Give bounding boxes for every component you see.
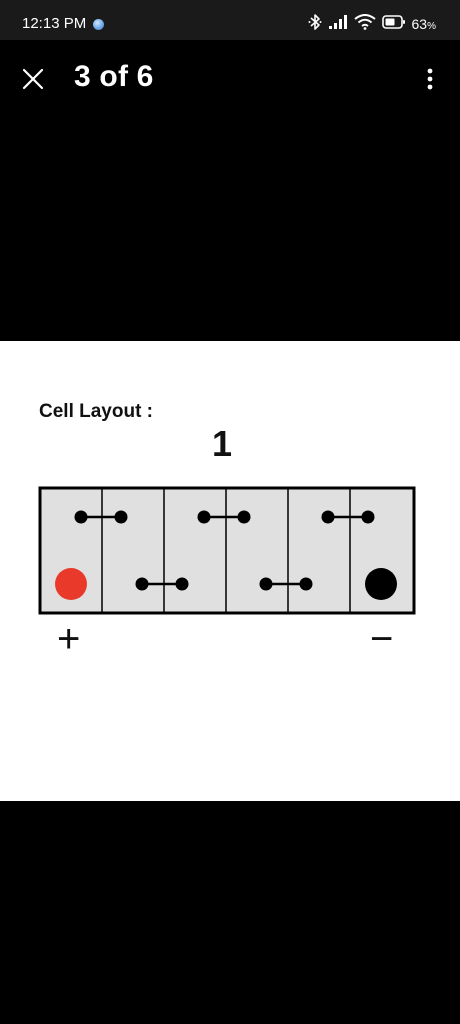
cell-connector — [321, 510, 375, 524]
positive-terminal — [55, 568, 87, 600]
sync-icon — [93, 19, 104, 30]
close-button[interactable] — [18, 64, 48, 94]
negative-terminal — [365, 568, 397, 600]
status-icons: 63% — [308, 13, 436, 36]
cell-connector — [197, 510, 251, 524]
image-viewer[interactable]: Cell Layout : 1 — [0, 341, 460, 801]
page-title: 3 of 6 — [74, 60, 154, 93]
cell-connector — [259, 577, 313, 591]
status-time: 12:13 PM — [22, 15, 87, 32]
negative-terminal-label: − — [370, 617, 394, 661]
signal-icon — [328, 14, 348, 35]
battery-body — [38, 486, 416, 615]
close-icon — [22, 68, 44, 90]
battery-percent-value: 63 — [411, 16, 428, 32]
cell-layout-heading: Cell Layout : — [39, 401, 154, 422]
top-app-bar: 3 of 6 — [0, 40, 460, 116]
more-options-button[interactable] — [416, 64, 444, 94]
diagram-number: 1 — [211, 423, 233, 464]
battery-percent-unit: % — [427, 21, 436, 32]
bluetooth-icon — [308, 13, 322, 36]
cell-connector — [74, 510, 128, 524]
wifi-icon — [353, 13, 376, 35]
battery-icon — [381, 14, 406, 34]
battery-cell-diagram — [38, 486, 416, 615]
cell-connector — [135, 577, 189, 591]
more-vertical-icon — [427, 68, 433, 90]
battery-percent: 63% — [412, 16, 436, 32]
positive-terminal-label: + — [57, 617, 81, 661]
status-bar: 12:13 PM — [0, 0, 460, 40]
